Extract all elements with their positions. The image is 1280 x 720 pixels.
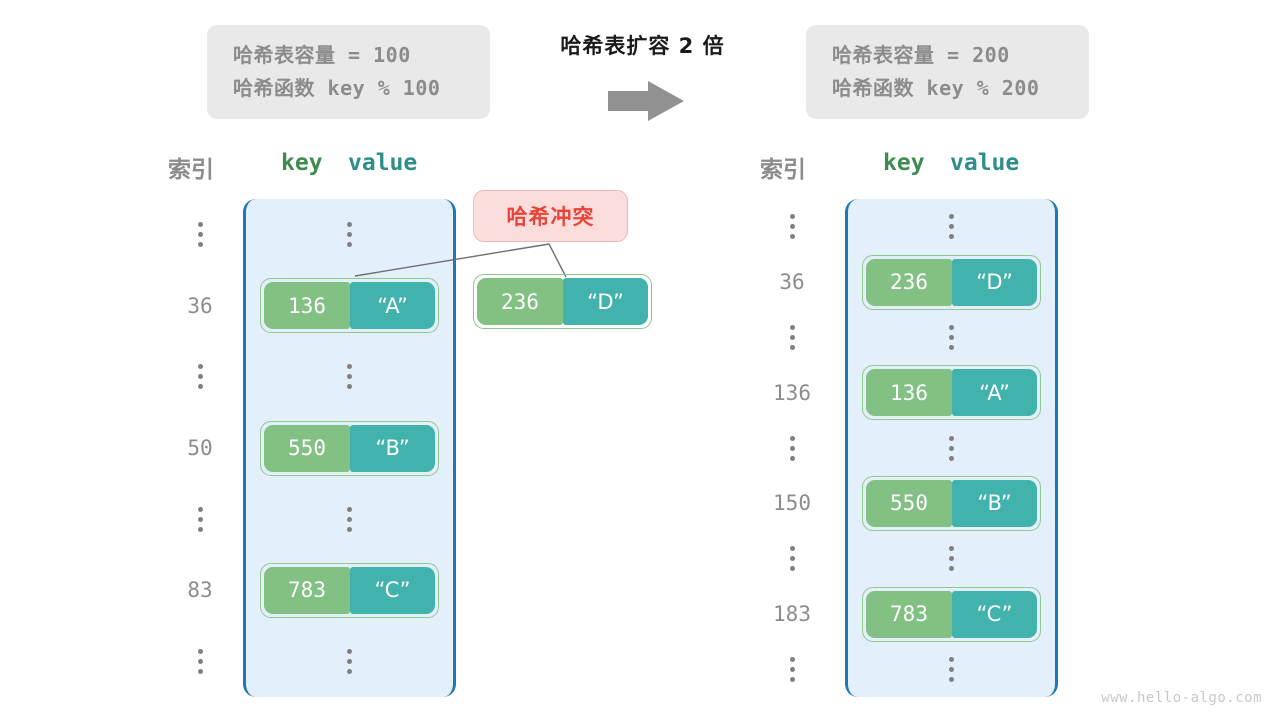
ellipsis-icon (197, 364, 203, 390)
key-value-pair: 136“A” (862, 365, 1041, 421)
ellipsis-icon (949, 546, 954, 572)
capacity-line-after: 哈希表容量 = 200 (832, 43, 1010, 67)
value-cell: “B” (350, 424, 435, 472)
ellipsis-icon (197, 222, 203, 248)
ellipsis-icon (789, 214, 795, 240)
table-row: 236“D” (845, 253, 1058, 311)
ellipsis-icon (949, 324, 954, 350)
ellipsis-icon (789, 546, 795, 572)
left-value-header: value (348, 150, 418, 176)
right-value-header: value (950, 150, 1020, 176)
ellipsis-icon (789, 324, 795, 350)
key-value-pair: 236“D” (862, 254, 1041, 310)
ellipsis-icon (949, 214, 954, 240)
left-index-header: 索引 (168, 157, 214, 183)
index-ellipsis (155, 348, 245, 406)
index-ellipsis (747, 530, 837, 588)
ellipsis-icon (949, 435, 954, 461)
key-cell: 783 (264, 566, 350, 614)
table-row: 550“B” (845, 474, 1058, 532)
table-row-ellipsis (243, 348, 456, 406)
hash-function-line-before: 哈希函数 key % 100 (233, 76, 441, 100)
index-label: 50 (187, 436, 213, 460)
colliding-entry-key: 236 (477, 278, 563, 325)
key-cell: 550 (866, 479, 952, 527)
table-row: 783“C” (243, 561, 456, 619)
table-row-ellipsis (845, 419, 1058, 477)
table-row-ellipsis (243, 632, 456, 690)
value-cell: “C” (952, 590, 1037, 638)
index-ellipsis (155, 206, 245, 264)
info-box-before: 哈希表容量 = 100 哈希函数 key % 100 (207, 25, 490, 119)
table-row-ellipsis (845, 640, 1058, 698)
index-ellipsis (155, 490, 245, 548)
left-key-header: key (281, 150, 323, 176)
table-row-ellipsis (243, 206, 456, 264)
right-index-header: 索引 (760, 157, 806, 183)
value-cell: “A” (350, 282, 435, 330)
key-value-pair: 783“C” (260, 562, 439, 618)
key-cell: 136 (264, 282, 350, 330)
key-value-pair: 550“B” (260, 420, 439, 476)
key-value-pair: 136“A” (260, 278, 439, 334)
ellipsis-icon (347, 648, 352, 674)
ellipsis-icon (347, 222, 352, 248)
index-ellipsis (747, 419, 837, 477)
ellipsis-icon (197, 506, 203, 532)
index-label: 183 (773, 602, 811, 626)
right-arrow-icon (600, 78, 690, 124)
index-ellipsis (747, 198, 837, 256)
capacity-line-before: 哈希表容量 = 100 (233, 43, 411, 67)
index-label: 36 (779, 270, 805, 294)
table-row-ellipsis (243, 490, 456, 548)
colliding-entry: 236 “D” (473, 274, 652, 329)
index-label: 36 (187, 293, 213, 318)
table-row-ellipsis (845, 530, 1058, 588)
key-cell: 783 (866, 590, 952, 638)
info-box-after: 哈希表容量 = 200 哈希函数 key % 200 (806, 25, 1089, 119)
ellipsis-icon (347, 506, 352, 532)
value-cell: “A” (952, 369, 1037, 417)
ellipsis-icon (789, 435, 795, 461)
table-row: 136“A” (243, 277, 456, 335)
value-cell: “B” (952, 479, 1037, 527)
table-row: 783“C” (845, 585, 1058, 643)
key-cell: 136 (866, 369, 952, 417)
index-label: 83 (187, 578, 213, 603)
ellipsis-icon (949, 656, 954, 682)
watermark: www.hello-algo.com (1101, 690, 1262, 706)
table-row: 136“A” (845, 364, 1058, 422)
right-key-header: key (883, 150, 925, 176)
key-cell: 550 (264, 424, 350, 472)
ellipsis-icon (789, 656, 795, 682)
value-cell: “D” (952, 258, 1037, 306)
index-ellipsis (155, 632, 245, 690)
value-cell: “C” (350, 566, 435, 614)
ellipsis-icon (197, 648, 203, 674)
hash-function-line-after: 哈希函数 key % 200 (832, 76, 1040, 100)
table-row: 550“B” (243, 419, 456, 477)
transition-title: 哈希表扩容 2 倍 (560, 34, 725, 58)
index-ellipsis (747, 640, 837, 698)
colliding-entry-value: “D” (563, 278, 648, 325)
index-label: 136 (773, 380, 811, 405)
key-value-pair: 783“C” (862, 586, 1041, 642)
hash-collision-badge: 哈希冲突 (473, 190, 628, 242)
index-label: 150 (773, 491, 811, 516)
table-row-ellipsis (845, 308, 1058, 366)
index-ellipsis (747, 308, 837, 366)
table-row-ellipsis (845, 198, 1058, 256)
key-value-pair: 550“B” (862, 475, 1041, 531)
key-cell: 236 (866, 258, 952, 306)
ellipsis-icon (347, 364, 352, 390)
